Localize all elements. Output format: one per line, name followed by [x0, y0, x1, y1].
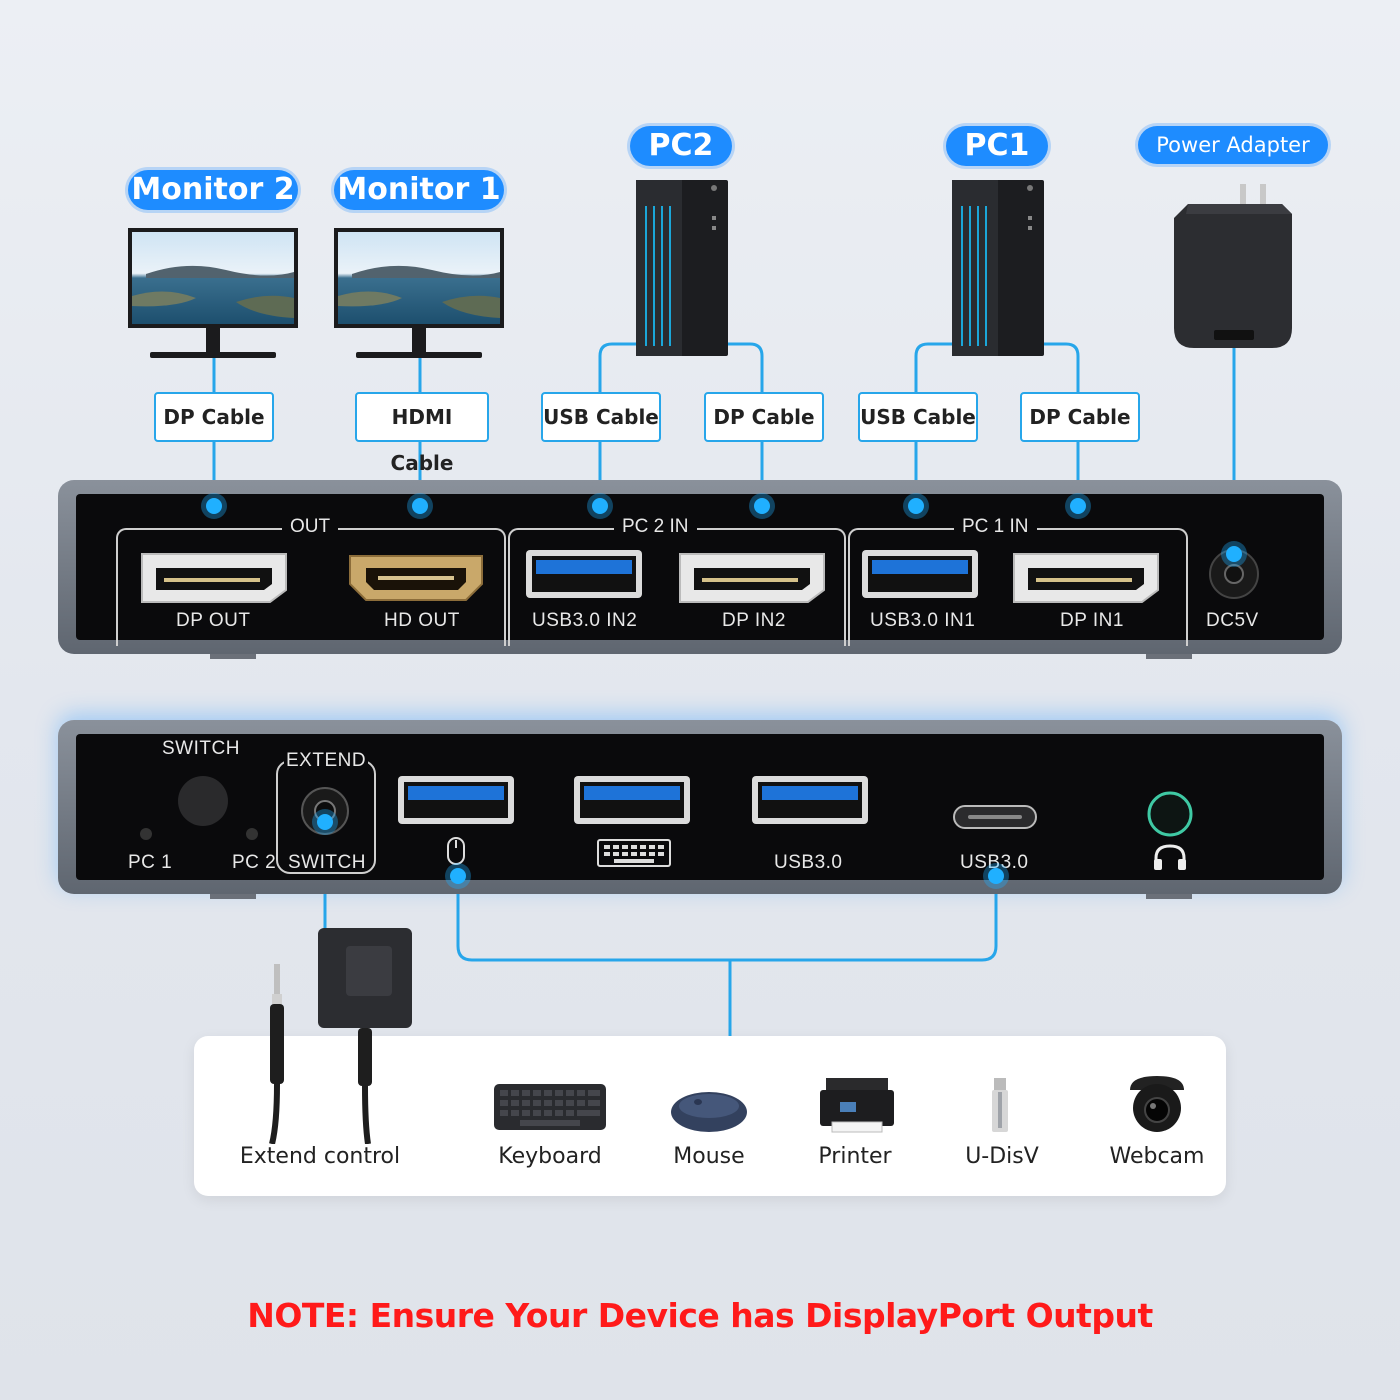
- dp-in1-connection-dot: [1070, 498, 1086, 514]
- headphone-icon: [1154, 844, 1186, 870]
- printer-label: Printer: [818, 1144, 892, 1169]
- rear-panel-foot-right: [1146, 654, 1192, 659]
- audio-jack[interactable]: [1146, 790, 1194, 838]
- dp-in1-label: DP IN1: [1060, 610, 1124, 631]
- dp-cable-pc1-label: DP Cable: [1020, 392, 1140, 442]
- mouse-icon: [671, 1092, 747, 1132]
- pc1-in-group-title: PC 1 IN: [954, 516, 1037, 538]
- dp-out-connection-dot: [206, 498, 222, 514]
- hd-out-label: HD OUT: [384, 610, 460, 631]
- dc5v-port[interactable]: [1206, 546, 1262, 602]
- mouse-port-connection-dot: [450, 868, 466, 884]
- dp-in1-port[interactable]: [1010, 550, 1162, 606]
- usb-c-port[interactable]: [952, 802, 1038, 832]
- displayport-note: NOTE: Ensure Your Device has DisplayPort…: [247, 1296, 1153, 1335]
- monitor-2-icon: [128, 228, 298, 358]
- rear-panel-foot-left: [210, 654, 256, 659]
- usb3-a-label: USB3.0: [774, 852, 843, 873]
- extend-switch-label: SWITCH: [288, 852, 366, 873]
- pc2-led: [246, 828, 258, 840]
- dc5v-label: DC5V: [1206, 610, 1259, 631]
- pc2-label: PC 2: [232, 852, 277, 873]
- usb3-in1-port[interactable]: [860, 546, 980, 602]
- monitor-1-label: Monitor 1: [334, 170, 504, 210]
- dp-in2-connection-dot: [754, 498, 770, 514]
- pc2-in-group-title: PC 2 IN: [614, 516, 697, 538]
- pc2-label: PC2: [630, 126, 732, 166]
- usb3-keyboard-port[interactable]: [572, 772, 692, 828]
- extend-control-icon: [269, 928, 412, 1144]
- front-panel-foot-left: [210, 894, 256, 899]
- dp-in2-label: DP IN2: [722, 610, 786, 631]
- webcam-icon: [1130, 1076, 1184, 1132]
- usb-cable-pc2-label: USB Cable: [541, 392, 661, 442]
- dc5v-connection-dot: [1226, 546, 1242, 562]
- monitor-1-icon: [334, 228, 504, 358]
- pc1-tower-icon: [952, 180, 1044, 356]
- dp-in2-port[interactable]: [676, 550, 828, 606]
- keyboard-port-icon: [597, 839, 671, 867]
- power-adapter-label: Power Adapter: [1138, 126, 1328, 164]
- printer-icon: [820, 1078, 894, 1133]
- usb3-in1-label: USB3.0 IN1: [870, 610, 976, 631]
- usb3-in2-label: USB3.0 IN2: [532, 610, 638, 631]
- usb-c-connection-dot: [988, 868, 1004, 884]
- u-disk-label: U-DisV: [965, 1144, 1039, 1169]
- usb-in2-connection-dot: [592, 498, 608, 514]
- keyboard-label: Keyboard: [498, 1144, 602, 1169]
- power-adapter-icon: [1174, 184, 1292, 348]
- webcam-label: Webcam: [1109, 1144, 1205, 1169]
- front-panel-foot-right: [1146, 894, 1192, 899]
- usb-in1-connection-dot: [908, 498, 924, 514]
- hdmi-cable-monitor1-label: HDMI Cable: [355, 392, 489, 475]
- dp-out-label: DP OUT: [176, 610, 251, 631]
- extend-control-label: Extend control: [239, 1144, 401, 1169]
- mouse-port-icon: [447, 837, 465, 865]
- dp-cable-pc2-label: DP Cable: [704, 392, 824, 442]
- pc1-led: [140, 828, 152, 840]
- u-disk-icon: [992, 1078, 1008, 1132]
- monitor-2-label: Monitor 2: [128, 170, 298, 210]
- usb3-in2-port[interactable]: [524, 546, 644, 602]
- hd-out-connection-dot: [412, 498, 428, 514]
- extend-connection-dot: [317, 814, 333, 830]
- extend-label: EXTEND: [284, 750, 369, 772]
- out-group-title: OUT: [282, 516, 339, 538]
- hd-out-port[interactable]: [346, 550, 486, 606]
- dp-out-port[interactable]: [138, 550, 290, 606]
- switch-button[interactable]: [176, 774, 230, 828]
- usb3-mouse-port[interactable]: [396, 772, 516, 828]
- pc1-label: PC1: [946, 126, 1048, 166]
- kvm-front-panel: SWITCH PC 1 PC 2 EXTEND SWITCH: [58, 720, 1342, 894]
- usb3-c-label: USB3.0: [960, 852, 1029, 873]
- switch-label: SWITCH: [162, 738, 240, 759]
- kvm-rear-panel: OUT PC 2 IN PC 1 IN: [58, 480, 1342, 654]
- usb3-a-port[interactable]: [750, 772, 870, 828]
- mouse-label: Mouse: [673, 1144, 745, 1169]
- pc1-label: PC 1: [128, 852, 173, 873]
- keyboard-icon: [494, 1084, 606, 1130]
- usb-cable-pc1-label: USB Cable: [858, 392, 978, 442]
- dp-cable-monitor2-label: DP Cable: [154, 392, 274, 442]
- pc2-tower-icon: [636, 180, 728, 356]
